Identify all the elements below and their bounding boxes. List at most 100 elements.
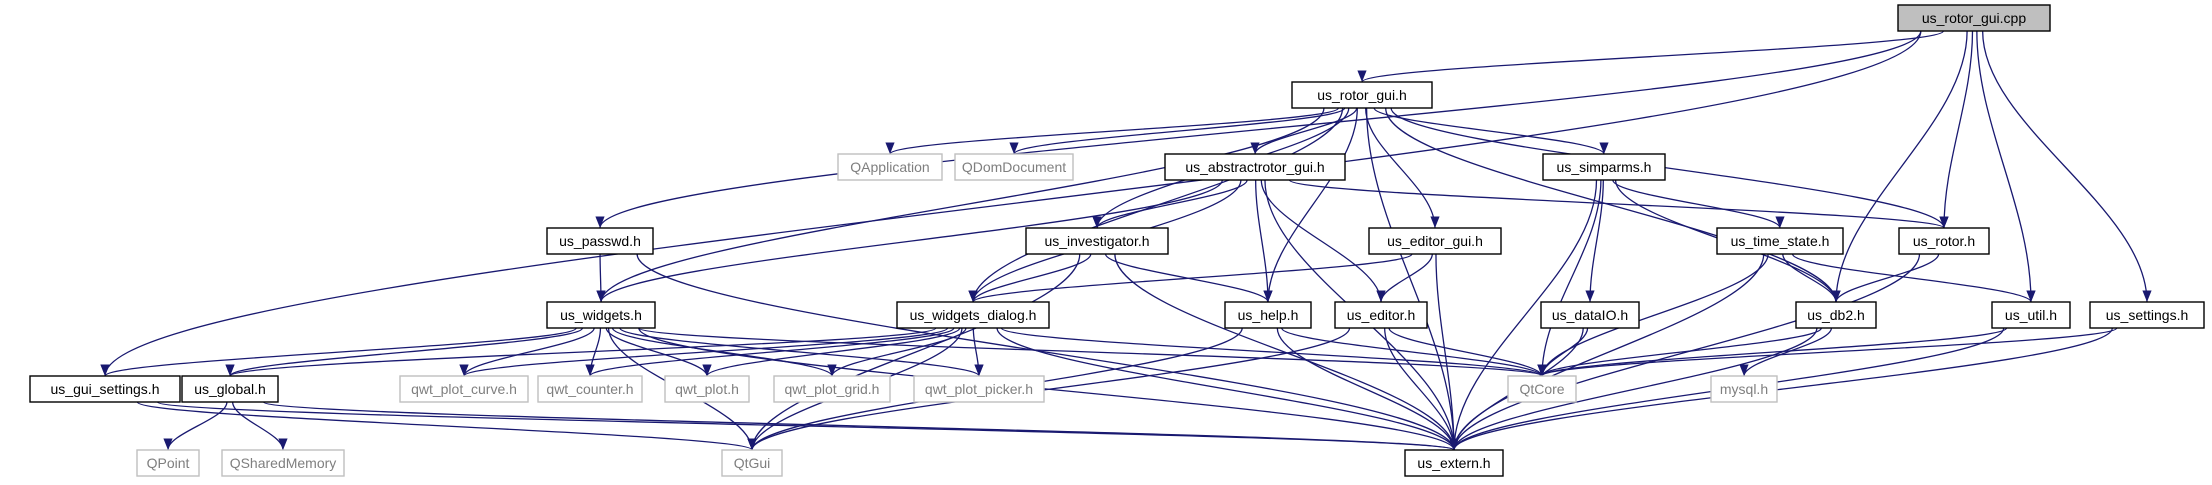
edge-us_db2_h-to-QtCore	[1537, 327, 1822, 377]
edges-layer	[100, 30, 2152, 451]
node-us_dataIO_h[interactable]: us_dataIO.h	[1540, 301, 1640, 329]
edge-us_rotor_gui_h-to-QApplication	[885, 107, 1340, 155]
edge-us_passwd_h-to-us_extern_h	[636, 253, 1459, 451]
node-label: us_extern.h	[1417, 455, 1490, 471]
node-label: us_rotor_gui.cpp	[1922, 10, 2027, 26]
edge-us_editor_h-to-QtCore	[1388, 327, 1547, 377]
edge-us_editor_gui_h-to-us_editor_h	[1376, 253, 1433, 303]
node-us_editor_h[interactable]: us_editor.h	[1334, 301, 1428, 329]
node-label: qwt_plot.h	[675, 381, 739, 397]
node-us_abstractrotor_gui_h[interactable]: us_abstractrotor_gui.h	[1164, 153, 1346, 181]
node-box	[29, 375, 181, 403]
node-label: qwt_plot_grid.h	[785, 381, 880, 397]
node-us_widgets_h[interactable]: us_widgets.h	[546, 301, 656, 329]
edge-us_abstractrotor_gui_h-to-us_investigator_h	[1092, 179, 1248, 229]
node-label: us_dataIO.h	[1552, 307, 1628, 323]
node-label: us_db2.h	[1807, 307, 1865, 323]
node-us_gui_settings_h[interactable]: us_gui_settings.h	[29, 375, 181, 403]
edge-us_widgets_h-to-qwt_plot_picker_h	[619, 327, 984, 377]
node-box	[664, 375, 750, 403]
edge-us_rotor_h-to-us_db2_h	[1831, 253, 1940, 303]
edge-us_widgets_dialog_h-to-qwt_plot_h	[702, 327, 961, 377]
node-us_global_h[interactable]: us_global.h	[181, 375, 279, 403]
node-box	[1404, 449, 1504, 477]
node-box	[1710, 375, 1778, 403]
edge-us_abstractrotor_gui_h-to-us_rotor_h	[1288, 179, 1949, 229]
node-label: us_passwd.h	[559, 233, 641, 249]
node-label: us_widgets_dialog.h	[910, 307, 1037, 323]
node-label: us_widgets.h	[560, 307, 642, 323]
edge-us_rotor_gui_cpp-to-us_util_h	[1976, 30, 2036, 303]
node-label: us_help.h	[1238, 307, 1299, 323]
edge-us_rotor_gui_cpp-to-us_passwd_h	[595, 30, 1922, 229]
node-us_widgets_dialog_h[interactable]: us_widgets_dialog.h	[896, 301, 1050, 329]
node-box	[1164, 153, 1346, 181]
node-us_editor_gui_h[interactable]: us_editor_gui.h	[1368, 227, 1502, 255]
edge-us_simparms_h-to-QtCore	[1537, 179, 1602, 377]
node-box	[136, 449, 200, 477]
node-us_investigator_h[interactable]: us_investigator.h	[1025, 227, 1169, 255]
node-box	[221, 449, 345, 477]
node-mysql_h: mysql.h	[1710, 375, 1778, 403]
node-label: QDomDocument	[962, 159, 1066, 175]
edge-us_rotor_gui_h-to-us_help_h	[1263, 107, 1358, 303]
node-box	[1224, 301, 1312, 329]
node-label: us_rotor.h	[1913, 233, 1975, 249]
edge-us_widgets_dialog_h-to-us_extern_h	[996, 327, 1459, 451]
edge-us_rotor_gui_cpp-to-us_gui_settings_h	[100, 30, 1922, 377]
node-box	[773, 375, 891, 403]
node-us_db2_h[interactable]: us_db2.h	[1795, 301, 1877, 329]
node-QPoint: QPoint	[136, 449, 200, 477]
node-us_extern_h[interactable]: us_extern.h	[1404, 449, 1504, 477]
node-us_rotor_gui_h[interactable]: us_rotor_gui.h	[1291, 81, 1433, 109]
node-label: us_settings.h	[2106, 307, 2189, 323]
node-box	[1368, 227, 1502, 255]
node-box	[896, 301, 1050, 329]
node-us_simparms_h[interactable]: us_simparms.h	[1542, 153, 1666, 181]
edge-us_simparms_h-to-us_dataIO_h	[1585, 179, 1604, 303]
edge-us_gui_settings_h-to-QtGui	[136, 401, 757, 451]
node-qwt_counter_h: qwt_counter.h	[537, 375, 643, 403]
edge-us_simparms_h-to-us_extern_h	[1449, 179, 1598, 451]
node-label: us_simparms.h	[1557, 159, 1652, 175]
edge-us_rotor_gui_h-to-us_abstractrotor_gui_h	[1250, 107, 1358, 155]
node-box	[913, 375, 1045, 403]
node-us_passwd_h[interactable]: us_passwd.h	[546, 227, 654, 255]
edge-us_help_h-to-us_extern_h	[1276, 327, 1459, 451]
node-qwt_plot_h: qwt_plot.h	[664, 375, 750, 403]
node-label: us_editor.h	[1347, 307, 1416, 323]
edge-us_widgets_h-to-qwt_plot_grid_h	[611, 327, 837, 377]
edge-us_settings_h-to-us_extern_h	[1449, 327, 2113, 451]
node-label: us_time_state.h	[1731, 233, 1830, 249]
node-label: us_abstractrotor_gui.h	[1185, 159, 1324, 175]
edge-us_abstractrotor_gui_h-to-us_editor_h	[1260, 179, 1386, 303]
node-label: qwt_plot_picker.h	[925, 381, 1033, 397]
node-label: mysql.h	[1720, 381, 1768, 397]
edge-us_editor_gui_h-to-us_widgets_dialog_h	[968, 253, 1413, 303]
node-us_help_h[interactable]: us_help.h	[1224, 301, 1312, 329]
node-QDomDocument: QDomDocument	[954, 153, 1074, 181]
edge-us_rotor_gui_cpp-to-us_rotor_gui_h	[1357, 30, 1945, 83]
edge-us_rotor_gui_h-to-us_widgets_h	[596, 107, 1325, 303]
node-label: qwt_counter.h	[546, 381, 633, 397]
edge-us_abstractrotor_gui_h-to-us_help_h	[1255, 179, 1273, 303]
node-us_settings_h[interactable]: us_settings.h	[2089, 301, 2205, 329]
node-box	[546, 301, 656, 329]
node-box	[837, 153, 943, 181]
node-box	[1898, 227, 1990, 255]
node-us_util_h[interactable]: us_util.h	[1991, 301, 2071, 329]
node-label: us_investigator.h	[1044, 233, 1149, 249]
node-box	[546, 227, 654, 255]
node-us_rotor_h[interactable]: us_rotor.h	[1898, 227, 1990, 255]
node-label: QtCore	[1519, 381, 1564, 397]
node-label: QSharedMemory	[230, 455, 337, 471]
node-us_time_state_h[interactable]: us_time_state.h	[1716, 227, 1844, 255]
edge-us_widgets_dialog_h-to-qwt_counter_h	[585, 327, 955, 377]
edge-us_passwd_h-to-us_widgets_h	[596, 253, 606, 303]
node-box	[1025, 227, 1169, 255]
node-box	[181, 375, 279, 403]
edge-us_editor_gui_h-to-us_extern_h	[1435, 253, 1459, 451]
edge-us_abstractrotor_gui_h-to-us_widgets_h	[596, 179, 1223, 303]
node-us_rotor_gui_cpp[interactable]: us_rotor_gui.cpp	[1897, 4, 2051, 32]
